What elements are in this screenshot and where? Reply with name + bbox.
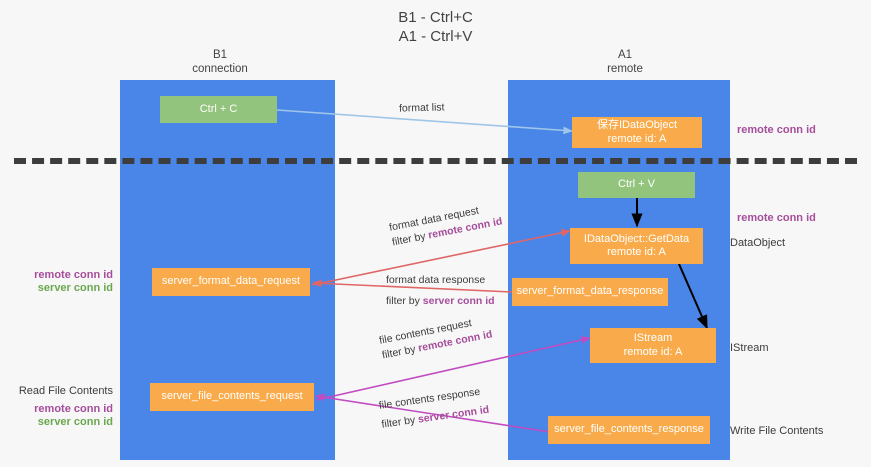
caption-file-contents-response-group: file contents response filter by server …: [378, 384, 490, 433]
node-ctrl-c[interactable]: Ctrl + C: [160, 96, 277, 123]
node-server-format-data-request[interactable]: server_format_data_request: [152, 268, 310, 296]
caption-file-contents-request-group: file contents request filter by remote c…: [378, 313, 494, 364]
annotation-right-write-file-contents: Write File Contents: [730, 425, 824, 437]
column-header-b1: B1 connection: [192, 49, 248, 75]
annotation-read-file-contents: Read File Contents: [18, 385, 113, 397]
caption-format-list: format list: [398, 101, 445, 115]
node-idataobject-getdata[interactable]: IDataObject::GetData remote id: A: [570, 228, 703, 264]
annotation-right-dataobject: DataObject: [730, 237, 786, 249]
caption-filter-prefix: filter by: [386, 295, 423, 307]
node-istream[interactable]: IStream remote id: A: [590, 328, 716, 363]
node-server-file-contents-request[interactable]: server_file_contents_request: [150, 383, 314, 411]
annotation-right-istream: IStream: [730, 342, 769, 354]
annotation-right-top-remote-conn-id: remote conn id: [737, 124, 816, 136]
dashed-separator: [14, 158, 857, 164]
column-header-a1: A1 remote: [607, 49, 643, 75]
annotation-left-mid-remote-conn-id: remote conn id: [34, 269, 113, 281]
caption-format-data-response: format data response: [386, 274, 486, 286]
node-server-file-contents-response[interactable]: server_file_contents_response: [548, 416, 710, 444]
node-ctrl-v[interactable]: Ctrl + V: [578, 172, 695, 198]
caption-filter-prefix: filter by: [380, 413, 419, 431]
node-save-idataobject[interactable]: 保存IDataObject remote id: A: [572, 117, 702, 148]
annotation-left-mid-server-conn-id: server conn id: [37, 282, 113, 294]
annotation-right-mid-remote-conn-id: remote conn id: [737, 212, 816, 224]
caption-format-data-response-filter: filter by server conn id: [386, 294, 495, 309]
annotation-left-bottom-server-conn-id: server conn id: [37, 416, 113, 428]
diagram-title: B1 - Ctrl+C A1 - Ctrl+V: [398, 9, 473, 45]
node-server-format-data-response[interactable]: server_format_data_response: [512, 278, 668, 306]
annotation-left-bottom-remote-conn-id: remote conn id: [34, 403, 113, 415]
caption-format-data-response-group: format data response filter by server co…: [386, 273, 495, 309]
caption-filter-key: server conn id: [422, 295, 495, 307]
caption-format-data-request-group: format data request filter by remote con…: [388, 200, 504, 251]
